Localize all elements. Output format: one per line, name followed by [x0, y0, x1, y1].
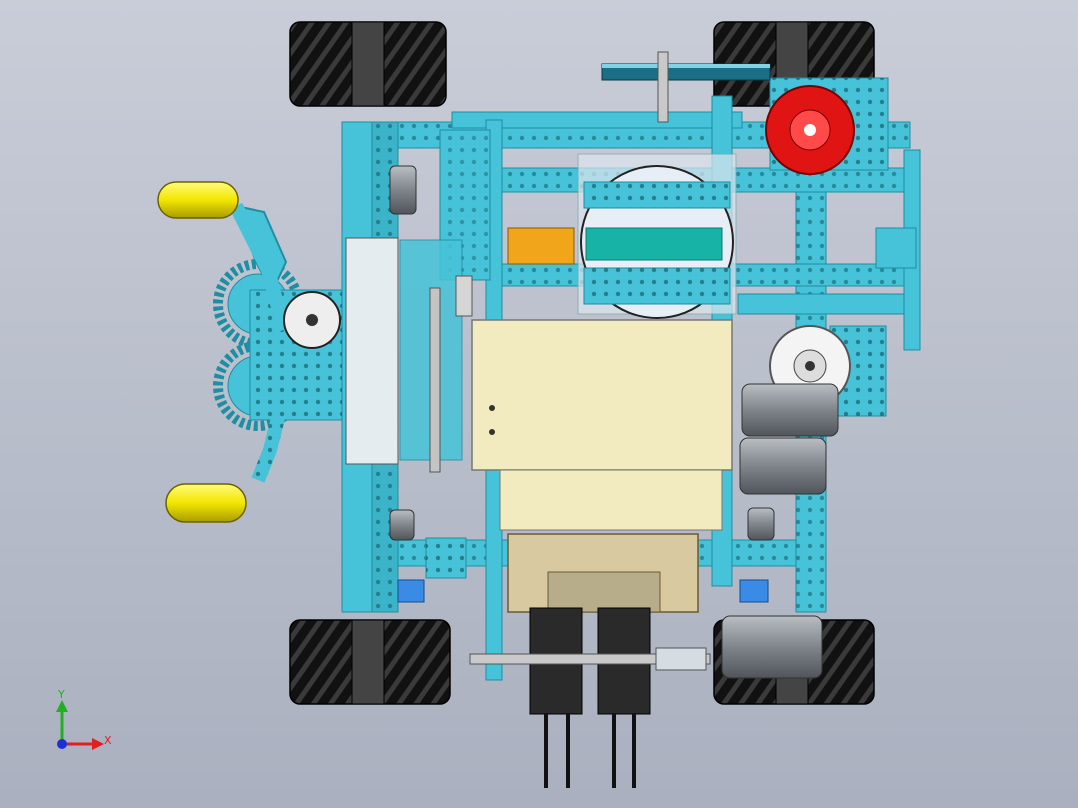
top-gear-rack	[601, 51, 771, 123]
motor-left-bottom	[389, 509, 415, 541]
triad-y-label: Y	[57, 688, 65, 701]
rear-track-tool[interactable]	[469, 607, 711, 788]
motor-rear-right	[721, 615, 823, 679]
blue-block-left	[397, 579, 425, 603]
wheel-front-left[interactable]	[289, 21, 447, 107]
servo-drum[interactable]	[283, 291, 341, 349]
corner-plate-left-bottom	[425, 537, 467, 579]
left-linkage-mechanism[interactable]	[345, 237, 473, 473]
control-board[interactable]	[471, 319, 733, 531]
gripper-arm-bottom[interactable]	[229, 202, 291, 332]
battery-box	[507, 533, 699, 613]
coordinate-triad: Y X	[56, 688, 112, 750]
motor-right-1	[741, 383, 839, 437]
blue-block-right	[739, 579, 769, 603]
motor-right-2	[739, 437, 827, 495]
red-gear[interactable]	[765, 85, 855, 175]
triad-x-label: X	[104, 734, 112, 747]
yellow-bumper-top[interactable]	[157, 181, 239, 219]
wheel-rear-left[interactable]	[289, 619, 451, 705]
motor-right-bottom	[747, 507, 775, 541]
turntable-plate[interactable]	[577, 153, 737, 319]
motor-left-top	[389, 165, 417, 215]
orange-gear	[507, 227, 575, 265]
yellow-bumper-bottom[interactable]	[165, 483, 247, 523]
